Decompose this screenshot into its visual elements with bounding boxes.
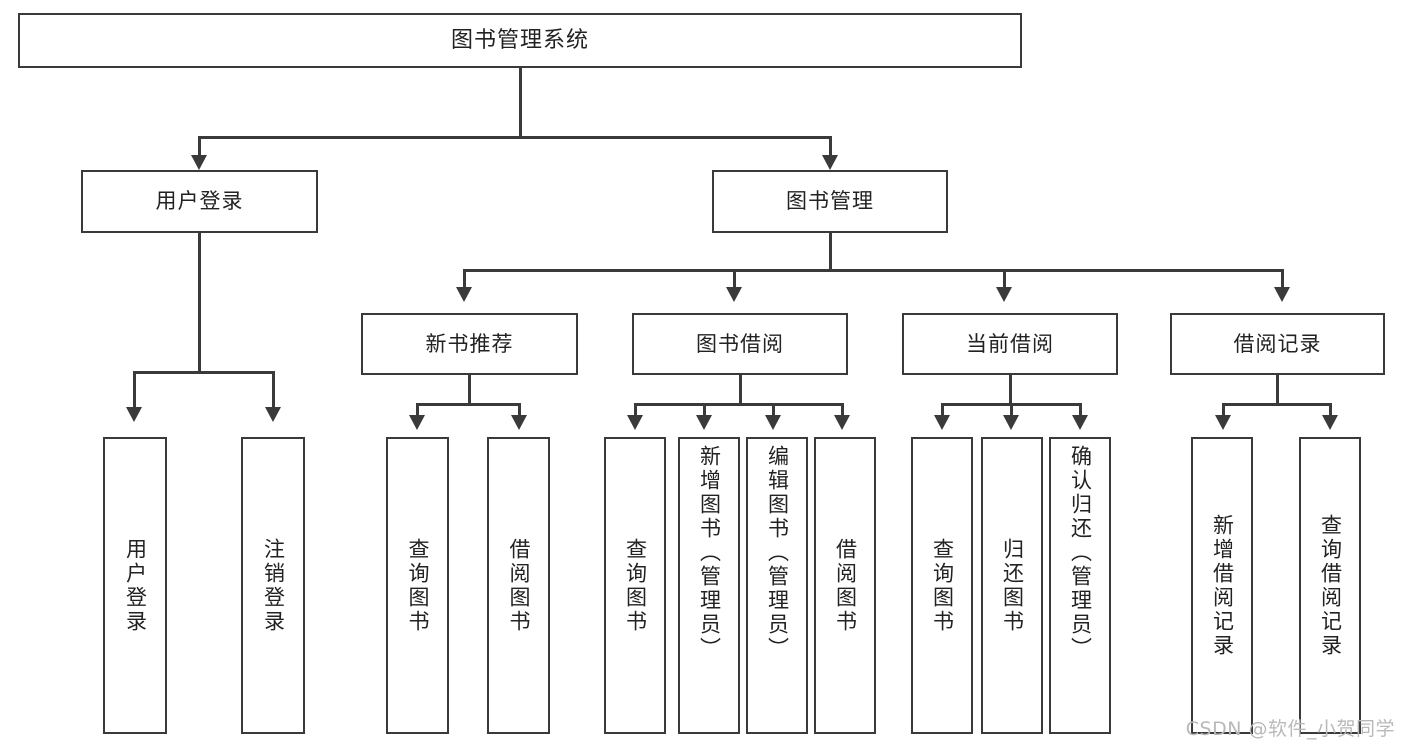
node-root-book-management-system[interactable]: 图书管理系统 bbox=[18, 13, 1022, 68]
node-label: 归还图书 bbox=[1000, 537, 1025, 634]
arrow-borrow-record-leaf2 bbox=[1322, 415, 1338, 430]
node-label: 查询图书 bbox=[930, 537, 955, 634]
connector-current-borrow-stem bbox=[1009, 375, 1012, 405]
node-borrowing-records[interactable]: 借阅记录 bbox=[1170, 313, 1385, 375]
node-label: 查询借阅记录 bbox=[1318, 513, 1343, 658]
connector-book-borrow-leaf1 bbox=[634, 403, 637, 417]
connector-user-login-bus bbox=[133, 371, 275, 374]
node-label: 新增图书（管理员） bbox=[697, 445, 722, 661]
connector-level3-bus bbox=[463, 269, 1284, 272]
connector-borrow-record-stem bbox=[1276, 375, 1279, 405]
connector-to-book-manage bbox=[829, 136, 832, 158]
leaf-user-login-login[interactable]: 用户登录 bbox=[103, 437, 167, 734]
connector-borrow-record-leaf2 bbox=[1329, 403, 1332, 417]
arrow-new-book-leaf1 bbox=[409, 415, 425, 430]
leaf-book-borrow-borrow-books[interactable]: 借阅图书 bbox=[814, 437, 876, 734]
connector-new-book-bus bbox=[416, 403, 521, 406]
node-label: 图书借阅 bbox=[696, 331, 784, 356]
leaf-borrow-record-query-record[interactable]: 查询借阅记录 bbox=[1299, 437, 1361, 734]
connector-book-borrow-bus bbox=[634, 403, 842, 406]
arrow-borrow-record-leaf1 bbox=[1215, 415, 1231, 430]
connector-current-borrow-leaf3 bbox=[1079, 403, 1082, 417]
connector-borrow-record-leaf1 bbox=[1222, 403, 1225, 417]
arrow-book-borrow-leaf4 bbox=[834, 415, 850, 430]
connector-new-book-leaf1 bbox=[416, 403, 419, 417]
node-label: 确认归还（管理员） bbox=[1068, 445, 1093, 661]
connector-new-book-stem bbox=[468, 375, 471, 405]
node-new-book-recommendation[interactable]: 新书推荐 bbox=[361, 313, 578, 375]
leaf-book-borrow-edit-book-admin[interactable]: 编辑图书（管理员） bbox=[746, 437, 808, 734]
connector-to-book-borrow bbox=[733, 269, 736, 289]
leaf-book-borrow-query-books[interactable]: 查询图书 bbox=[604, 437, 666, 734]
node-label: 借阅记录 bbox=[1233, 331, 1322, 356]
arrow-user-login-leaf1 bbox=[126, 407, 142, 422]
arrow-to-book-borrow bbox=[726, 287, 742, 302]
node-label: 编辑图书（管理员） bbox=[765, 445, 790, 661]
leaf-new-book-query-books[interactable]: 查询图书 bbox=[386, 437, 449, 734]
arrow-book-borrow-leaf3 bbox=[765, 415, 781, 430]
connector-to-current-borrow bbox=[1003, 269, 1006, 289]
leaf-current-borrow-confirm-return-admin[interactable]: 确认归还（管理员） bbox=[1049, 437, 1111, 734]
connector-new-book-leaf2 bbox=[518, 403, 521, 417]
arrow-new-book-leaf2 bbox=[511, 415, 527, 430]
node-label: 查询图书 bbox=[623, 537, 648, 634]
leaf-book-borrow-add-book-admin[interactable]: 新增图书（管理员） bbox=[678, 437, 740, 734]
connector-user-login-leaf1 bbox=[133, 371, 136, 409]
arrow-current-borrow-leaf3 bbox=[1072, 415, 1088, 430]
node-label: 查询图书 bbox=[406, 537, 430, 634]
arrow-to-book-manage bbox=[822, 155, 838, 170]
connector-user-login-leaf2 bbox=[272, 371, 275, 409]
connector-book-manage-stem bbox=[829, 233, 832, 271]
connector-user-login-stem bbox=[198, 233, 201, 373]
arrow-to-borrow-record bbox=[1274, 287, 1290, 302]
arrow-current-borrow-leaf1 bbox=[934, 415, 950, 430]
connector-to-borrow-record bbox=[1281, 269, 1284, 289]
node-label: 用户登录 bbox=[155, 189, 244, 214]
connector-book-borrow-leaf4 bbox=[841, 403, 844, 417]
node-label: 图书管理 bbox=[786, 189, 874, 214]
arrow-user-login-leaf2 bbox=[265, 407, 281, 422]
connector-to-user-login bbox=[198, 136, 201, 158]
node-label: 图书管理系统 bbox=[450, 27, 589, 53]
leaf-current-borrow-return-books[interactable]: 归还图书 bbox=[981, 437, 1043, 734]
leaf-borrow-record-add-record[interactable]: 新增借阅记录 bbox=[1191, 437, 1253, 734]
node-current-borrowing[interactable]: 当前借阅 bbox=[902, 313, 1118, 375]
connector-book-borrow-leaf3 bbox=[772, 403, 775, 417]
node-book-borrowing[interactable]: 图书借阅 bbox=[632, 313, 848, 375]
arrow-current-borrow-leaf2 bbox=[1003, 415, 1019, 430]
arrow-to-new-book bbox=[456, 287, 472, 302]
arrow-to-current-borrow bbox=[996, 287, 1012, 302]
connector-book-borrow-stem bbox=[739, 375, 742, 405]
connector-current-borrow-leaf2 bbox=[1010, 403, 1013, 417]
connector-current-borrow-leaf1 bbox=[941, 403, 944, 417]
node-label: 新增借阅记录 bbox=[1210, 513, 1235, 658]
node-label: 用户登录 bbox=[123, 537, 148, 634]
arrow-book-borrow-leaf1 bbox=[627, 415, 643, 430]
connector-borrow-record-bus bbox=[1222, 403, 1332, 406]
connector-root-bus bbox=[198, 136, 832, 139]
leaf-user-login-logout[interactable]: 注销登录 bbox=[241, 437, 305, 734]
node-label: 借阅图书 bbox=[507, 537, 531, 634]
node-label: 借阅图书 bbox=[833, 537, 858, 634]
connector-root-stem bbox=[519, 68, 522, 138]
node-label: 新书推荐 bbox=[425, 331, 514, 356]
node-user-login[interactable]: 用户登录 bbox=[81, 170, 318, 233]
connector-book-borrow-leaf2 bbox=[703, 403, 706, 417]
leaf-new-book-borrow-books[interactable]: 借阅图书 bbox=[487, 437, 550, 734]
arrow-to-user-login bbox=[191, 155, 207, 170]
node-book-management[interactable]: 图书管理 bbox=[712, 170, 948, 233]
node-label: 当前借阅 bbox=[966, 331, 1054, 356]
connector-to-new-book bbox=[463, 269, 466, 289]
leaf-current-borrow-query-books[interactable]: 查询图书 bbox=[911, 437, 973, 734]
arrow-book-borrow-leaf2 bbox=[696, 415, 712, 430]
node-label: 注销登录 bbox=[261, 537, 286, 634]
